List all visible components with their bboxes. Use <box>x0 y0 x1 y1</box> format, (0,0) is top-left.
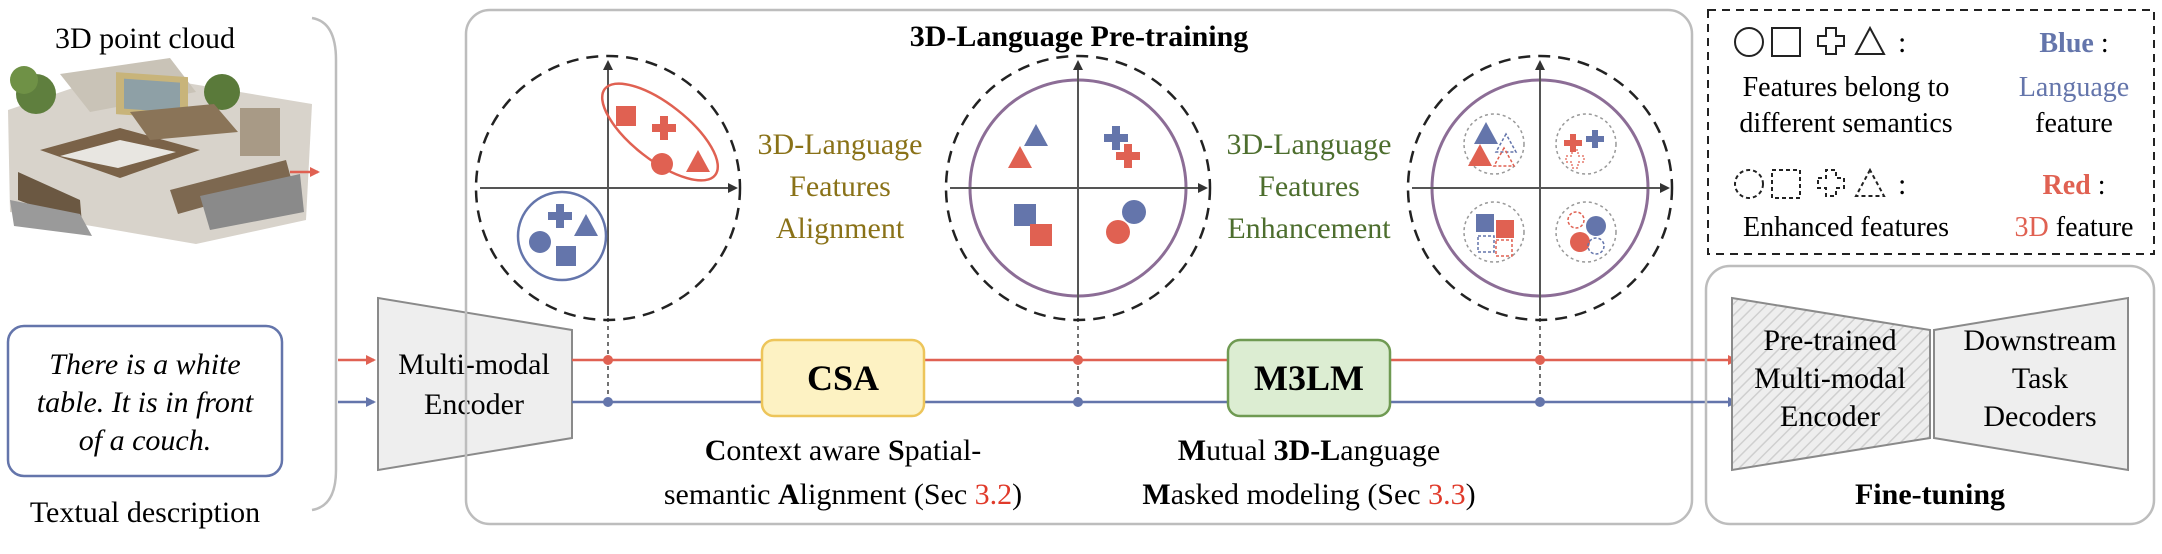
legend-blue-text-2: feature <box>2035 108 2113 139</box>
finetuning-title: Fine-tuning <box>1855 478 2005 511</box>
feature-space-unaligned <box>474 54 742 322</box>
csa-label: CSA <box>807 358 879 398</box>
point-cloud-label: 3D point cloud <box>55 22 235 55</box>
legend-red-title: Red : <box>2042 170 2105 201</box>
m3lm-caption-line-2: Masked modeling (Sec 3.3) <box>1142 478 1475 511</box>
textual-description-box <box>6 324 284 478</box>
legend-dashed-symbols: : <box>1734 167 1906 201</box>
csa-caption-line-1: Context aware Spatial- <box>705 434 982 467</box>
pretrained-encoder-line-1: Pre-trained <box>1763 324 1896 357</box>
legend-features-line-1: Features belong to <box>1743 72 1950 103</box>
pretrained-encoder-line-3: Encoder <box>1780 400 1880 433</box>
pretraining-title: 3D-Language Pre-training <box>910 20 1249 53</box>
stage-links <box>603 262 1545 407</box>
pretraining-panel: 3D-Language Pre-training CSA Context awa… <box>464 8 1738 526</box>
pretrained-encoder-line-2: Multi-modal <box>1754 362 1906 395</box>
encoder-line-2: Encoder <box>424 388 524 421</box>
svg-text:Enhancement: Enhancement <box>1227 212 1391 245</box>
pretrained-encoder <box>1731 296 1931 472</box>
task-decoders <box>1933 296 2129 472</box>
decoder-line-1: Downstream <box>1963 324 2116 357</box>
svg-text:Alignment: Alignment <box>776 212 905 245</box>
svg-text:3D-Language: 3D-Language <box>758 128 923 161</box>
decoder-line-2: Task <box>2012 362 2068 395</box>
text-line-1: There is a white <box>49 348 240 381</box>
svg-text:3D-Language: 3D-Language <box>1227 128 1392 161</box>
csa-module <box>760 338 926 418</box>
legend: : Features belong to different semantics… <box>1707 9 2155 255</box>
decoder-line-3: Decoders <box>1983 400 2096 433</box>
alignment-label: 3D-Language Features Alignment <box>758 128 923 245</box>
feature-space-aligned <box>944 54 1212 322</box>
pretraining-panel-border <box>464 8 1694 526</box>
m3lm-module <box>1226 338 1392 418</box>
legend-red-text: 3D feature <box>2015 212 2134 243</box>
svg-text:Features: Features <box>789 170 891 203</box>
legend-blue-text-1: Language <box>2019 72 2129 103</box>
m3lm-label: M3LM <box>1254 358 1364 398</box>
m3lm-caption-line-1: Mutual 3D-Language <box>1178 434 1440 467</box>
legend-border <box>1707 9 2155 255</box>
input-section: 3D point cloud There is a white table. I… <box>6 16 376 529</box>
legend-solid-symbols: : <box>1734 25 1906 59</box>
legend-features-line-2: different semantics <box>1739 108 1952 139</box>
csa-caption-line-2: semantic Alignment (Sec 3.2) <box>664 478 1022 511</box>
textual-description-caption: Textual description <box>30 496 260 529</box>
feature-space-enhanced <box>1406 54 1674 322</box>
enhancement-label: 3D-Language Features Enhancement <box>1227 128 1392 245</box>
multimodal-encoder: Multi-modal Encoder <box>377 296 573 472</box>
svg-text:Features: Features <box>1258 170 1360 203</box>
svg-text::: : <box>1898 26 1906 59</box>
legend-enhanced-text: Enhanced features <box>1743 212 1949 243</box>
legend-blue-title: Blue : <box>2039 28 2108 59</box>
point-cloud-image <box>8 58 312 244</box>
encoder-line-1: Multi-modal <box>398 348 550 381</box>
input-brace <box>311 16 338 512</box>
finetuning-panel: Pre-trained Multi-modal Encoder Downstre… <box>1704 264 2156 526</box>
text-line-3: of a couch. <box>79 424 211 457</box>
text-line-2: table. It is in front <box>37 386 254 419</box>
svg-text::: : <box>1898 168 1906 201</box>
finetuning-panel-border <box>1704 264 2156 526</box>
